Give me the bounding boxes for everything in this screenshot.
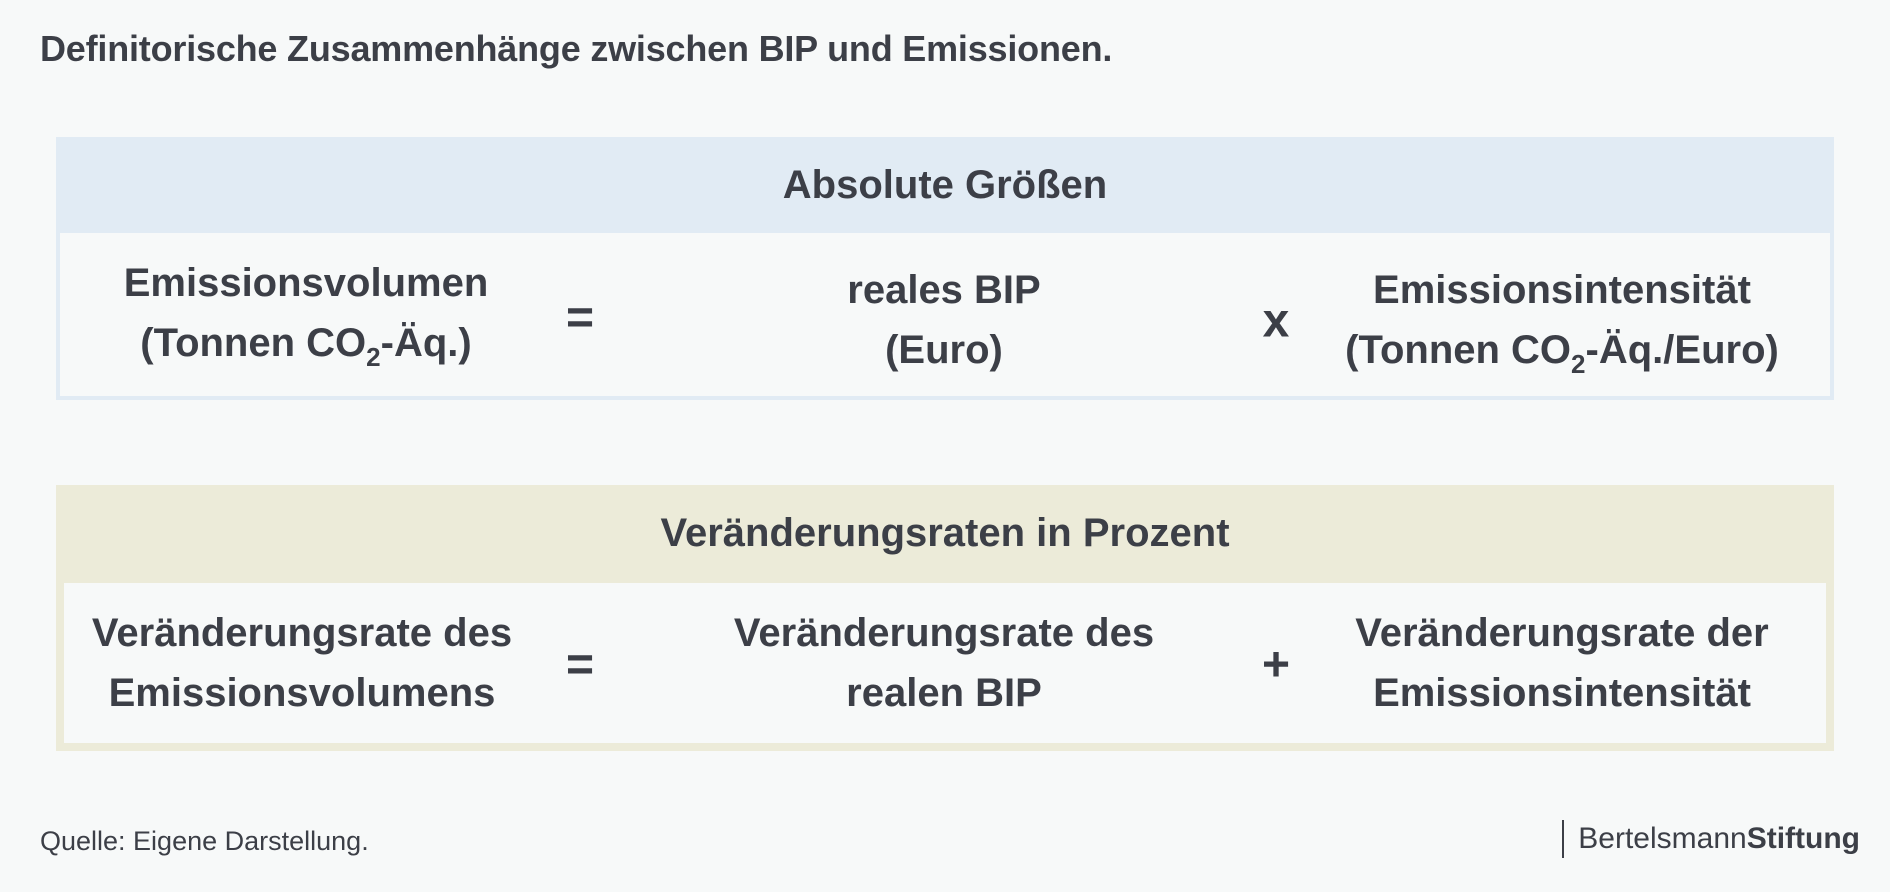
real-gdp-rate-line2: realen BIP	[846, 671, 1042, 715]
emission-intensity-unit: (Tonnen CO2-Äq./Euro)	[1345, 328, 1779, 379]
real-gdp-term: reales BIP (Euro)	[847, 260, 1040, 380]
emission-intensity-rate-term: Veränderungsrate der Emissionsintensität	[1355, 603, 1769, 723]
plus-operator: +	[1261, 638, 1291, 692]
emission-volume-rate-line1: Veränderungsrate des	[91, 611, 513, 655]
emission-volume-rate-term: Veränderungsrate des Emissionsvolumens	[92, 603, 512, 723]
change-rates-equation: Veränderungsrate des Emissionsvolumens =…	[64, 583, 1826, 743]
emission-volume-label: Emissionsvolumen	[123, 261, 489, 305]
emission-intensity-term: Emissionsintensität (Tonnen CO2-Äq./Euro…	[1345, 260, 1779, 380]
source-note: Quelle: Eigene Darstellung.	[40, 826, 369, 856]
absolute-values-panel: Absolute Größen Emissionsvolumen (Tonnen…	[56, 137, 1834, 400]
multiply-operator: x	[1262, 294, 1290, 348]
emission-volume-unit: (Tonnen CO2-Äq.)	[140, 321, 472, 372]
real-gdp-rate-term: Veränderungsrate des realen BIP	[734, 603, 1154, 723]
change-rates-panel: Veränderungsraten in Prozent Veränderung…	[56, 485, 1834, 751]
logo-divider	[1562, 820, 1565, 858]
page-title: Definitorische Zusammenhänge zwischen BI…	[40, 28, 1113, 69]
real-gdp-label: reales BIP	[847, 268, 1041, 312]
equals-operator: =	[565, 638, 595, 692]
emission-intensity-rate-line1: Veränderungsrate der	[1355, 611, 1769, 655]
equals-operator: =	[565, 291, 595, 345]
emission-volume-term: Emissionsvolumen (Tonnen CO2-Äq.)	[124, 253, 489, 373]
real-gdp-unit: (Euro)	[885, 328, 1003, 372]
logo-text-bold: Stiftung	[1746, 822, 1860, 855]
logo-text-light: Bertelsmann	[1578, 822, 1747, 855]
emission-intensity-label: Emissionsintensität	[1373, 268, 1751, 312]
absolute-values-equation: Emissionsvolumen (Tonnen CO2-Äq.) = real…	[60, 233, 1830, 396]
real-gdp-rate-line1: Veränderungsrate des	[733, 611, 1155, 655]
emission-volume-rate-line2: Emissionsvolumens	[108, 671, 496, 715]
change-rates-header: Veränderungsraten in Prozent	[660, 510, 1230, 555]
absolute-values-header: Absolute Größen	[782, 162, 1108, 207]
emission-intensity-rate-line2: Emissionsintensität	[1373, 671, 1751, 715]
